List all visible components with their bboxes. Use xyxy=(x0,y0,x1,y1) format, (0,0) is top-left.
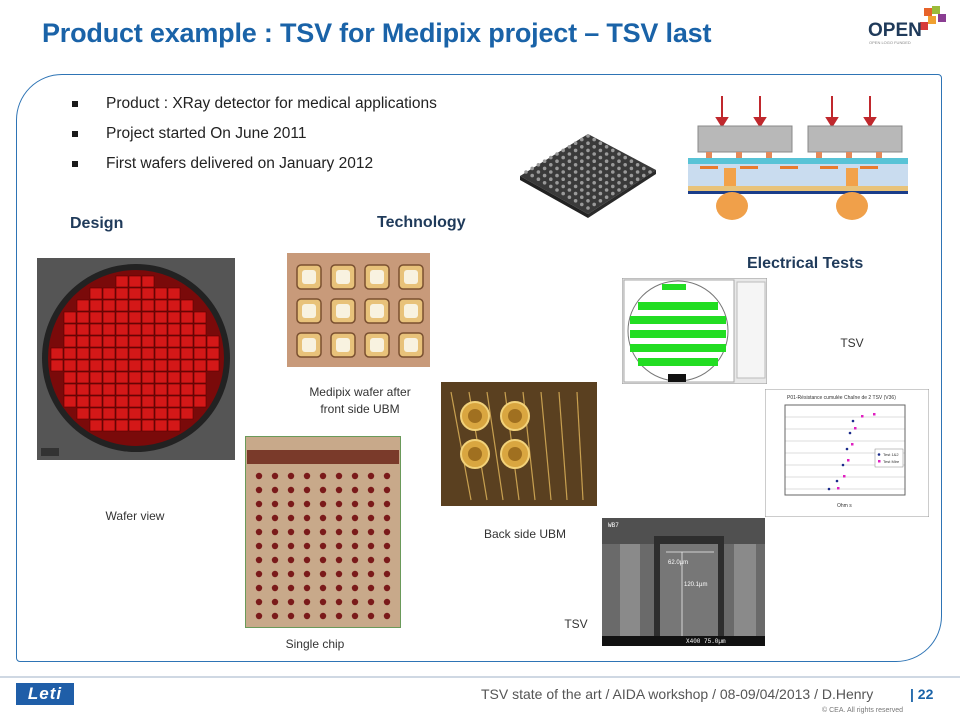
electrical-tests-heading: Electrical Tests xyxy=(747,255,864,272)
leti-logo: Leti xyxy=(16,683,74,705)
back-side-ubm-caption: Back side UBM xyxy=(483,527,567,541)
tsv-caption-top: TSV xyxy=(840,336,864,350)
bullet-square-icon xyxy=(72,131,78,137)
bullet-text: Project started On June 2011 xyxy=(106,125,307,142)
design-heading: Design xyxy=(70,215,124,232)
chart-legend-2: Test Mire xyxy=(883,459,900,464)
open-logo-subtext: OPEN LOGO FUNDED xyxy=(869,40,911,45)
chart-legend-1: Test 1&2 xyxy=(883,452,899,457)
bullet-square-icon xyxy=(72,161,78,167)
back-side-ubm-image xyxy=(441,382,597,506)
single-chip-image xyxy=(245,436,401,628)
sem-label-top: WB7 xyxy=(608,522,619,529)
bga-package-image xyxy=(520,134,656,218)
copyright: © CEA. All rights reserved xyxy=(822,707,904,714)
content-panel xyxy=(16,74,942,662)
bullet-square-icon xyxy=(72,101,78,107)
medipix-wafer-image xyxy=(287,253,430,367)
tsv-sem-image: WB7 62.0µm 120.1µm X400 75.0µm xyxy=(602,518,765,646)
medipix-caption-line2: front side UBM xyxy=(320,402,400,416)
wafer-view-image xyxy=(37,258,235,460)
electrical-test-wafer-map xyxy=(622,278,767,384)
sem-measure-1: 62.0µm xyxy=(668,560,688,566)
open-logo: OPEN OPEN LOGO FUNDED xyxy=(868,6,946,45)
slide-title: Product example : TSV for Medipix projec… xyxy=(42,18,712,48)
tsv-cross-section-diagram xyxy=(688,96,908,220)
chart-title: P01-Résistance cumulée Chaîne de 2 TSV (… xyxy=(787,395,896,401)
wafer-view-caption: Wafer view xyxy=(105,509,165,523)
sem-scale: X400 75.0µm xyxy=(686,638,726,645)
page-number: | 22 xyxy=(910,686,934,702)
sem-measure-2: 120.1µm xyxy=(684,582,707,588)
bullet-text: Product : XRay detector for medical appl… xyxy=(106,95,437,112)
medipix-caption: Medipix wafer after front side UBM xyxy=(270,384,450,418)
chart-xlabel: Ohm s xyxy=(837,503,852,509)
bullet-list: Product : XRay detector for medical appl… xyxy=(72,92,437,182)
single-chip-caption: Single chip xyxy=(285,637,345,651)
bullet-text: First wafers delivered on January 2012 xyxy=(106,155,374,172)
bullet-item: Project started On June 2011 xyxy=(72,122,437,152)
footer-divider xyxy=(0,676,960,678)
open-logo-text: OPEN xyxy=(868,20,922,41)
technology-heading: Technology xyxy=(377,214,466,231)
footer-text: TSV state of the art / AIDA workshop / 0… xyxy=(481,686,874,702)
bullet-item: Product : XRay detector for medical appl… xyxy=(72,92,437,122)
bullet-item: First wafers delivered on January 2012 xyxy=(72,152,437,182)
medipix-caption-line1: Medipix wafer after xyxy=(309,385,411,399)
resistance-chart-image: P01-Résistance cumulée Chaîne de 2 TSV (… xyxy=(765,389,929,517)
tsv-caption-bottom: TSV xyxy=(564,617,588,631)
